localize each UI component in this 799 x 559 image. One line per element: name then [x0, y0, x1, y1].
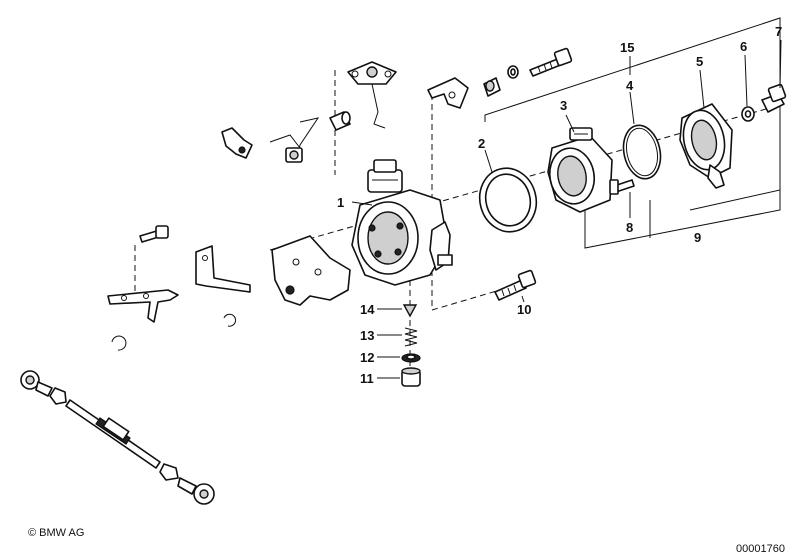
assembly-axis-lines: [134, 70, 781, 380]
hex-nut-left: [49, 387, 67, 405]
intermediate-housing: [547, 127, 613, 213]
callout-2: 2: [478, 136, 485, 151]
callout-14: 14: [360, 302, 375, 317]
washer-upper: [507, 65, 519, 79]
callout-8: 8: [626, 220, 633, 235]
callout-10: 10: [517, 302, 531, 317]
copyright-text: © BMW AG: [28, 527, 84, 539]
mounting-plate: [271, 235, 351, 306]
callout-15: 15: [620, 40, 634, 55]
linkage-bracket-left: [107, 289, 179, 323]
plug-screw-11: [401, 367, 421, 387]
screw-8: [609, 179, 635, 195]
leader-10: [521, 295, 525, 303]
callout-3: 3: [560, 98, 567, 113]
callout-7: 7: [775, 24, 782, 39]
leader-5: [699, 69, 705, 109]
circlip-left: [111, 313, 237, 351]
leader-3: [565, 114, 575, 133]
ball-socket-left: [20, 370, 53, 397]
leader-1: [351, 201, 373, 206]
angle-bracket: [195, 245, 251, 293]
callout-11: 11: [360, 371, 374, 386]
threaded-rod: [65, 399, 161, 469]
screw-upper: [529, 47, 573, 77]
callout-5: 5: [696, 54, 703, 69]
bolt-left: [139, 225, 169, 243]
leader-2: [484, 149, 493, 173]
gasket-ring: [478, 167, 538, 233]
throttle-body-housing: [351, 159, 453, 286]
nut-upper: [483, 77, 501, 97]
callout-4: 4: [626, 78, 634, 93]
lever-clip: [221, 127, 253, 159]
bracket-frame-lower: [584, 190, 781, 249]
hex-nut-right: [159, 463, 179, 481]
callout-12: 12: [360, 350, 374, 365]
leader-4: [629, 91, 635, 125]
end-cover: [679, 103, 733, 189]
callout-9: 9: [694, 230, 701, 245]
ball-socket-right: [177, 477, 215, 505]
hex-bolt-7: [761, 83, 787, 113]
bracket-frame-upper: [484, 17, 781, 211]
washer-6: [741, 106, 755, 122]
sleeve-bushing: [329, 111, 351, 131]
linkage-clip-upper: [427, 77, 469, 109]
long-bolt-10: [494, 269, 537, 301]
document-number: 00001760: [736, 543, 785, 555]
callout-13: 13: [360, 328, 374, 343]
return-spring-lever: [269, 117, 320, 163]
washer-12: [401, 353, 421, 363]
leader-7: [779, 39, 782, 89]
leader-6: [744, 54, 748, 107]
o-ring: [622, 124, 662, 180]
spring-13: [404, 327, 418, 347]
throttle-lever-upper: [347, 61, 397, 129]
callout-1: 1: [337, 195, 344, 210]
callout-6: 6: [740, 39, 747, 54]
ball-14: [402, 304, 418, 318]
